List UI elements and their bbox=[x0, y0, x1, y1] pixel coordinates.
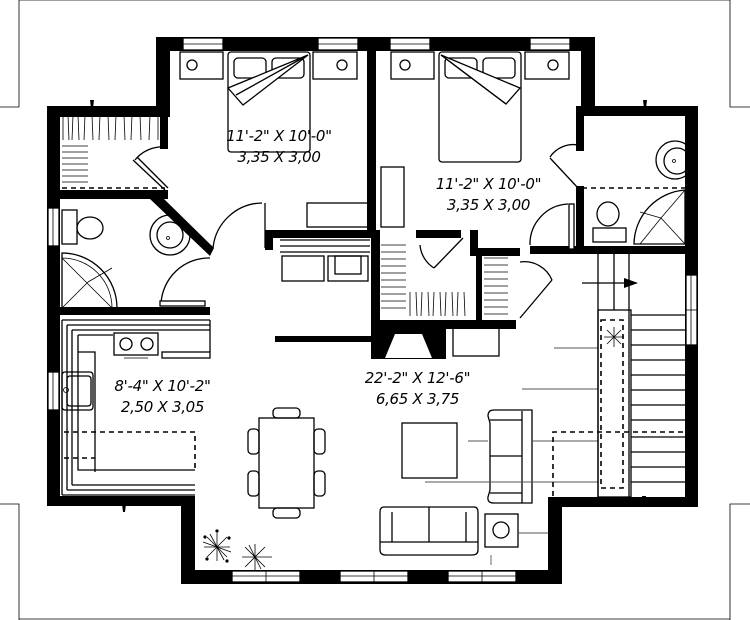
nightstand-icon bbox=[312, 51, 358, 80]
kitchen-sink-icon bbox=[61, 371, 94, 411]
wardrobe-icon bbox=[280, 239, 370, 282]
room-label-bedroom-2: 11'-2" X 10'-0" 3,35 X 3,00 bbox=[411, 174, 566, 216]
window-icon bbox=[339, 570, 409, 583]
sink-icon bbox=[655, 140, 695, 180]
door-swing-icon bbox=[549, 143, 579, 189]
interior-walls bbox=[60, 37, 696, 359]
stove-icon bbox=[113, 332, 159, 359]
bedroom-2-imperial: 11'-2" X 10'-0" bbox=[435, 175, 542, 193]
window-icon bbox=[529, 37, 571, 51]
dining-table-icon bbox=[258, 417, 315, 509]
staircase-icon bbox=[582, 254, 686, 498]
break-marks bbox=[90, 100, 647, 512]
living-furniture bbox=[379, 347, 688, 565]
bedroom-1-furniture bbox=[179, 51, 370, 282]
room-label-kitchen: 8'-4" X 10'-2" 2,50 X 3,05 bbox=[95, 376, 230, 418]
closet-icon bbox=[381, 237, 553, 319]
living-dining-metric: 6,65 X 3,75 bbox=[375, 390, 460, 408]
window-icon bbox=[447, 570, 517, 583]
corner-shower-icon bbox=[61, 252, 118, 309]
toilet-icon bbox=[61, 209, 104, 245]
chair-icon bbox=[313, 428, 326, 455]
plant-icon bbox=[604, 327, 624, 347]
bedroom-2-furniture bbox=[380, 51, 579, 250]
corner-shower-icon bbox=[633, 189, 686, 245]
nightstand-icon bbox=[179, 51, 224, 80]
door-swing-icon bbox=[212, 202, 266, 249]
double-bed-icon bbox=[438, 51, 522, 163]
window-icon bbox=[47, 207, 60, 247]
double-bed-icon bbox=[226, 51, 311, 153]
window-icon bbox=[231, 570, 301, 583]
sink-icon bbox=[149, 214, 191, 256]
closet-icon bbox=[62, 114, 169, 191]
door-swing-icon bbox=[159, 257, 211, 307]
coffee-table-icon bbox=[401, 422, 458, 479]
chair-icon bbox=[272, 407, 301, 419]
sofa-icon bbox=[487, 409, 533, 504]
direction-arrow-icon bbox=[582, 278, 638, 288]
nightstand-icon bbox=[390, 51, 435, 80]
toilet-icon bbox=[592, 201, 627, 243]
window-icon bbox=[182, 37, 224, 51]
window-icon bbox=[685, 274, 698, 346]
window-icon bbox=[317, 37, 359, 51]
fireplace-icon bbox=[385, 327, 500, 358]
plant-icon bbox=[242, 544, 272, 570]
living-dining-imperial: 22'-2" X 12'-6" bbox=[364, 369, 471, 387]
plant-icon bbox=[202, 529, 232, 563]
door-swing-icon bbox=[529, 203, 575, 250]
window-icon bbox=[389, 37, 431, 51]
dresser-icon bbox=[380, 166, 405, 228]
side-table-icon bbox=[484, 513, 519, 548]
bedroom-1-metric: 3,35 X 3,00 bbox=[237, 148, 321, 166]
kitchen-imperial: 8'-4" X 10'-2" bbox=[114, 377, 211, 395]
bathroom-1-fixtures bbox=[61, 209, 211, 309]
room-label-living-dining: 22'-2" X 12'-6" 6,65 X 3,75 bbox=[330, 368, 505, 410]
nightstand-icon bbox=[524, 51, 570, 80]
dresser-icon bbox=[306, 202, 369, 228]
dining-set bbox=[247, 407, 326, 519]
chair-icon bbox=[247, 470, 260, 497]
window-icon bbox=[47, 371, 60, 411]
chair-icon bbox=[247, 428, 260, 455]
windows bbox=[47, 37, 698, 583]
bathroom-2-fixtures bbox=[582, 140, 695, 245]
kitchen-fixtures bbox=[61, 319, 211, 496]
chair-icon bbox=[313, 470, 326, 497]
bedroom-2-metric: 3,35 X 3,00 bbox=[446, 196, 531, 214]
bedroom-1-imperial: 11'-2" X 10'-0" bbox=[226, 127, 332, 145]
room-label-bedroom-1: 11'-2" X 10'-0" 3,35 X 3,00 bbox=[198, 126, 360, 168]
kitchen-metric: 2,50 X 3,05 bbox=[120, 398, 205, 416]
loveseat-icon bbox=[379, 506, 479, 556]
chair-icon bbox=[272, 507, 301, 519]
